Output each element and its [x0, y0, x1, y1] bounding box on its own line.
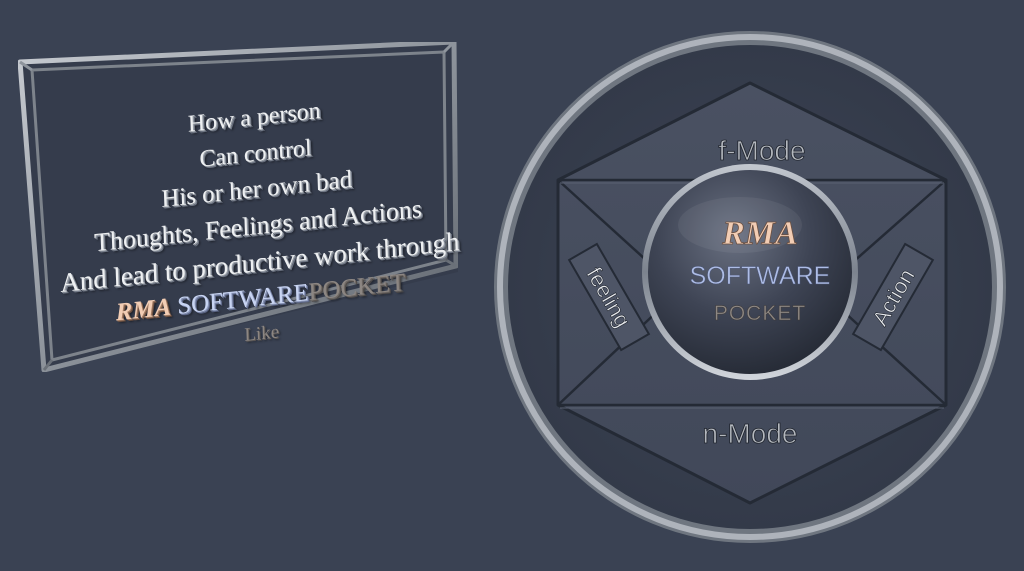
panel-text-block: How a person Can control His or her own … [55, 79, 462, 373]
center-pocket: POCKET [714, 302, 806, 325]
center-rma: RMA [721, 215, 798, 252]
f-mode-label: f-Mode [718, 135, 805, 166]
panel-frame [18, 42, 458, 372]
n-mode-label: n-Mode [703, 418, 798, 449]
panel-brand-rma: RMA [115, 293, 172, 327]
mode-diagram: feeling Action f-Mode n-Mode RMA SOFTWAR… [494, 31, 1006, 543]
center-software: SOFTWARE [690, 262, 831, 290]
text-panel: How a person Can control His or her own … [18, 42, 460, 372]
center-sphere [648, 170, 852, 374]
outer-ring-highlight [497, 34, 1003, 540]
panel-brand-pocket: POCKET [308, 268, 406, 307]
